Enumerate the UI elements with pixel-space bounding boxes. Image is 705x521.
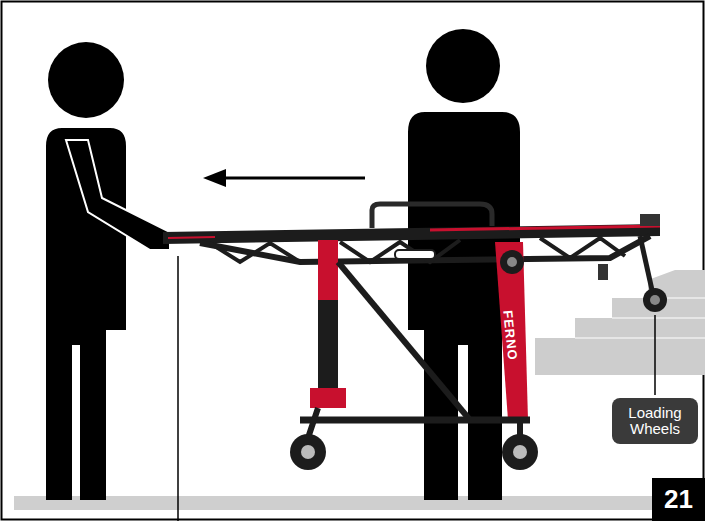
stair-edges — [575, 298, 705, 338]
direction-arrow — [203, 169, 365, 187]
node-text: 21 — [664, 485, 693, 514]
page-number-box: 21 — [652, 478, 705, 521]
stairs — [535, 270, 705, 375]
leader-line — [654, 315, 656, 395]
left-person — [46, 42, 170, 500]
node-text: Loading Wheels — [616, 405, 694, 438]
floor — [14, 496, 654, 510]
stretcher — [163, 204, 667, 470]
callout-box: Loading Wheels — [612, 398, 698, 444]
leader-line — [177, 256, 179, 521]
